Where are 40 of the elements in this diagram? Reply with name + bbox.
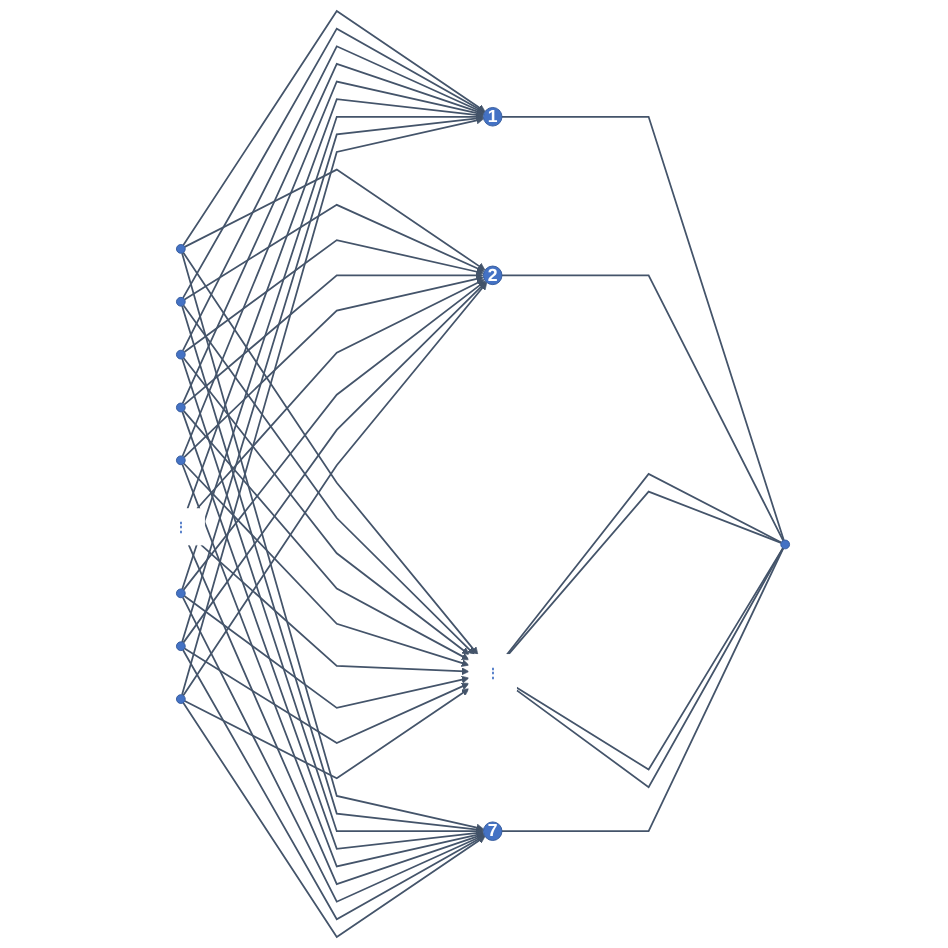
arrow bbox=[182, 463, 485, 868]
arrow bbox=[184, 688, 470, 780]
node-circle bbox=[176, 455, 187, 466]
arrow bbox=[183, 280, 487, 591]
node-circle bbox=[483, 107, 504, 127]
node-circle bbox=[176, 641, 187, 652]
arrow bbox=[187, 98, 485, 510]
arrow bbox=[182, 80, 485, 458]
arrow bbox=[182, 27, 486, 299]
node-circle bbox=[176, 588, 187, 599]
arrow bbox=[184, 168, 487, 271]
arrow bbox=[183, 9, 487, 247]
node-circle bbox=[176, 402, 187, 413]
arrow bbox=[183, 275, 485, 459]
arrow bbox=[184, 647, 470, 745]
arrow bbox=[183, 701, 487, 939]
arrow bbox=[184, 595, 470, 709]
arrow bbox=[196, 279, 486, 510]
arrow bbox=[184, 203, 486, 301]
node-circle bbox=[176, 296, 187, 307]
connector bbox=[501, 274, 785, 542]
node-circle bbox=[781, 539, 791, 550]
arrow bbox=[182, 649, 486, 921]
connector bbox=[501, 115, 786, 542]
node-circle bbox=[176, 244, 187, 254]
arrow bbox=[183, 357, 471, 655]
node-circle bbox=[483, 821, 504, 841]
arrow bbox=[184, 239, 485, 353]
connector bbox=[501, 547, 785, 833]
arrow bbox=[182, 596, 486, 903]
node-circle bbox=[176, 694, 187, 704]
arrow bbox=[182, 62, 485, 405]
arrow bbox=[184, 271, 485, 406]
arrow bbox=[182, 45, 486, 352]
arrow bbox=[183, 409, 470, 661]
arrow bbox=[188, 544, 485, 886]
node-circle bbox=[483, 265, 504, 286]
arrow bbox=[200, 544, 470, 676]
node-circle bbox=[176, 349, 187, 360]
arrow bbox=[183, 462, 470, 667]
